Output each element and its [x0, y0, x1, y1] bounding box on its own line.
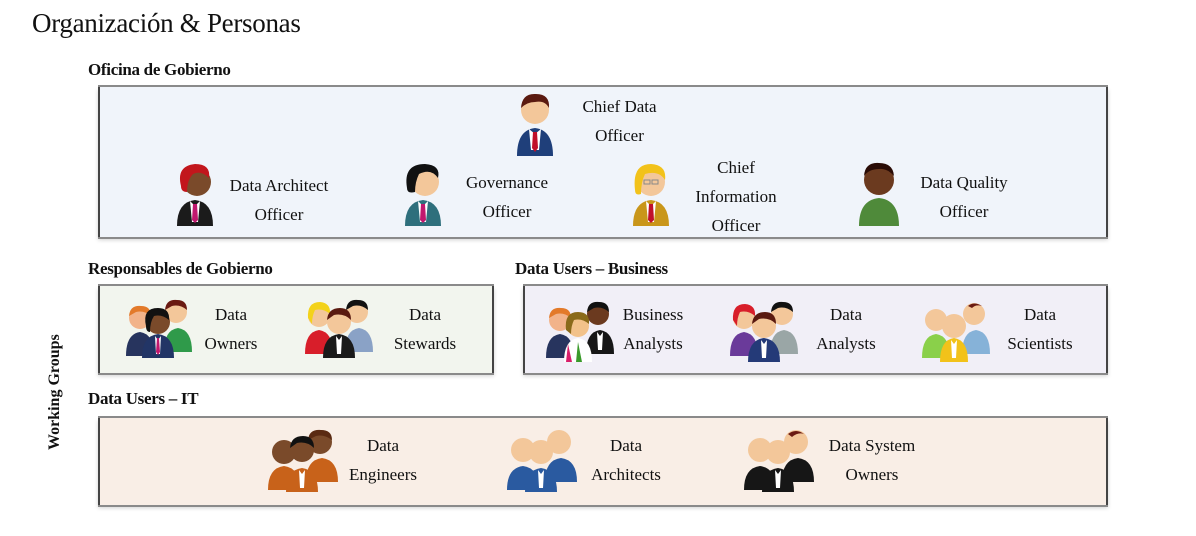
section-data-users-business: Data Users – Business	[515, 259, 668, 278]
section-responsables-gobierno: Responsables de Gobierno	[88, 259, 273, 278]
governance-officer-icon	[405, 164, 441, 226]
data-owners-icon	[126, 299, 192, 358]
data-scientists-icon	[922, 303, 990, 362]
chief-information-officer-line3: Officer	[711, 216, 761, 235]
data-analysts-icon	[730, 301, 798, 362]
working-groups-label: Working Groups	[46, 334, 63, 450]
data-stewards-line2: Stewards	[393, 334, 457, 353]
data-analysts-line1: Data	[829, 305, 863, 324]
data-system-owners-line2: Owners	[845, 465, 899, 484]
data-scientists-line1: Data	[1023, 305, 1057, 324]
panel-data-users-it	[98, 418, 1108, 505]
chief-information-officer-line2: Information	[695, 187, 777, 206]
data-architect-officer-line1: Data Architect	[229, 176, 329, 195]
data-system-owners-line1: Data System	[828, 436, 916, 455]
chief-information-officer-line1: Chief	[717, 158, 755, 177]
data-engineers-line1: Data	[366, 436, 400, 455]
panel-oficina-gobierno	[98, 87, 1108, 237]
data-architects-icon	[507, 430, 577, 492]
data-engineers-line2: Engineers	[349, 465, 417, 484]
data-scientists-line2: Scientists	[1007, 334, 1073, 353]
data-stewards-icon	[305, 299, 373, 358]
section-oficina-gobierno: Oficina de Gobierno	[88, 60, 231, 79]
data-architects-line2: Architects	[591, 465, 661, 484]
data-stewards-line1: Data	[408, 305, 442, 324]
data-owners-line2: Owners	[204, 334, 258, 353]
chief-data-officer-icon	[517, 93, 553, 156]
data-quality-officer-icon	[859, 162, 899, 226]
chief-information-officer-icon	[633, 164, 669, 226]
data-system-owners-icon	[744, 430, 814, 492]
panel-data-users-business	[523, 286, 1108, 373]
data-quality-officer-line2: Officer	[939, 202, 989, 221]
governance-officer-line1: Governance	[465, 173, 549, 192]
data-analysts-line2: Analysts	[816, 334, 876, 353]
business-analysts-icon	[546, 301, 614, 362]
business-analysts-line1: Business	[622, 305, 684, 324]
data-architect-officer-icon	[177, 164, 213, 226]
page-title: Organización & Personas	[32, 8, 301, 38]
section-data-users-it: Data Users – IT	[88, 389, 199, 408]
chief-data-officer-line1: Chief Data	[582, 97, 657, 116]
data-architects-line1: Data	[609, 436, 643, 455]
business-analysts-line2: Analysts	[623, 334, 683, 353]
data-engineers-icon	[268, 429, 338, 492]
data-architect-officer-line2: Officer	[254, 205, 304, 224]
governance-officer-line2: Officer	[482, 202, 532, 221]
chief-data-officer-line2: Officer	[595, 126, 644, 145]
data-quality-officer-line1: Data Quality	[920, 173, 1008, 192]
data-owners-line1: Data	[214, 305, 248, 324]
